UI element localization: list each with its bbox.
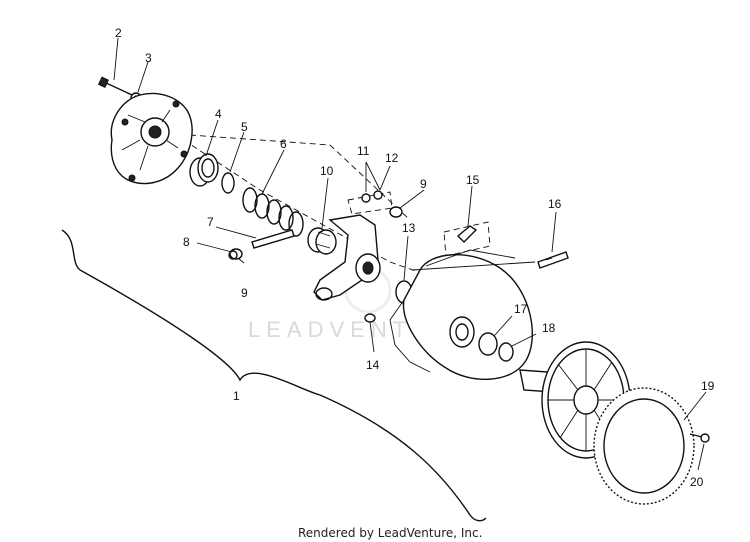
label-part-5: 5	[241, 120, 248, 134]
label-part-16: 16	[548, 197, 562, 211]
label-part-9-upper: 9	[420, 177, 427, 191]
assembly-bracket	[61, 229, 487, 522]
pin-part-7	[251, 229, 295, 249]
label-part-7: 7	[207, 215, 214, 229]
bearing-part-17	[478, 332, 498, 356]
spring-part-6	[242, 187, 304, 237]
label-part-10: 10	[320, 164, 334, 178]
label-part-20: 20	[690, 475, 704, 489]
bolt-part-20	[689, 433, 710, 443]
label-part-8: 8	[183, 235, 190, 249]
bolt-part-2	[97, 76, 133, 96]
nuts-part-11	[347, 190, 393, 215]
pin-part-16	[537, 251, 569, 269]
bearing-part-18	[498, 342, 514, 362]
label-part-18: 18	[542, 321, 556, 335]
footer-credit: Rendered by LeadVenture, Inc.	[298, 526, 482, 540]
label-part-19: 19	[701, 379, 715, 393]
label-part-15: 15	[466, 173, 480, 187]
label-part-3: 3	[145, 51, 152, 65]
weight-arm	[313, 214, 381, 301]
label-part-13: 13	[402, 221, 416, 235]
label-part-14: 14	[366, 358, 380, 372]
label-part-4: 4	[215, 107, 222, 121]
bushing-part-4	[189, 153, 219, 187]
cover-plate	[110, 92, 193, 185]
nut-part-9	[389, 206, 403, 218]
assembly-axis-line-2	[189, 134, 411, 221]
label-part-2: 2	[115, 26, 122, 40]
label-part-6: 6	[280, 137, 287, 151]
label-part-9-lower: 9	[241, 286, 248, 300]
label-part-1: 1	[233, 389, 240, 403]
label-part-12: 12	[385, 151, 399, 165]
part-labels: 1 2 3 4 5 6 7 8 9 10 11 12 9 13 14 15 16…	[115, 26, 715, 489]
ring-part-5	[221, 172, 235, 194]
clip-part-15	[443, 221, 491, 257]
label-part-11: 11	[357, 144, 370, 158]
roller-part-10	[307, 227, 337, 255]
leader-lines	[113, 37, 707, 471]
ring-gear	[593, 387, 695, 505]
label-part-17: 17	[514, 302, 528, 316]
nut-part-14	[364, 313, 376, 323]
washer-part-9	[228, 248, 243, 260]
